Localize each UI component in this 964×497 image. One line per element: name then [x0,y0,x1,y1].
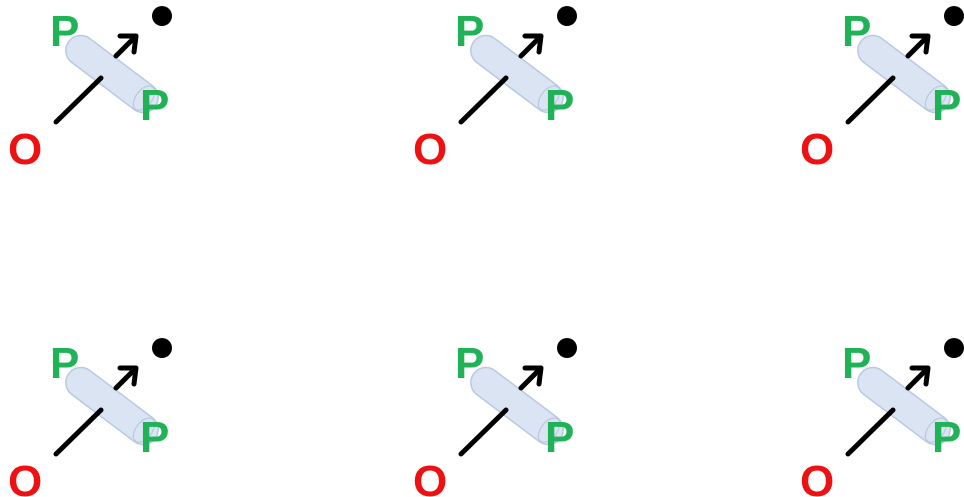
point-dot [152,338,172,358]
label-p-bottom: P [140,81,170,130]
label-p-bottom: P [545,413,575,462]
point-dot [944,6,964,26]
bond-cylinder [470,34,564,114]
point-dot [944,338,964,358]
panel-5: P P O [405,332,595,497]
panel-2-graphic [458,6,577,125]
bond-line [458,75,509,125]
label-p-bottom: P [140,413,170,462]
panel-3: P P O [792,0,964,180]
panel-1-graphic [53,6,172,125]
label-p-bottom: P [932,81,962,130]
label-p-bottom: P [545,81,575,130]
label-p-top: P [455,7,485,56]
panel-1: P P O [0,0,190,180]
bond-line [458,407,509,457]
direction-arrow [905,365,931,391]
bond-line [53,407,104,457]
direction-arrow [905,33,931,59]
panel-5-graphic [458,338,577,457]
direction-arrow [113,33,139,59]
bond-cylinder [857,34,951,114]
panel-4-graphic [53,338,172,457]
label-o: O [8,125,43,174]
direction-arrow [518,365,544,391]
panel-4: P P O [0,332,190,497]
label-p-top: P [50,339,80,388]
label-o: O [800,457,835,497]
bond-cylinder [470,366,564,446]
bond-cylinder [65,34,159,114]
bond-cylinder [857,366,951,446]
panel-3-graphic [845,6,964,125]
label-p-top: P [842,339,872,388]
bond-cylinder [65,366,159,446]
label-p-top: P [50,7,80,56]
label-p-bottom: P [932,413,962,462]
direction-arrow [518,33,544,59]
label-p-top: P [842,7,872,56]
label-o: O [8,457,43,497]
point-dot [557,338,577,358]
point-dot [557,6,577,26]
label-o: O [413,125,448,174]
label-o: O [800,125,835,174]
panel-2: P P O [405,0,595,180]
label-o: O [413,457,448,497]
bond-line [845,407,896,457]
label-p-top: P [455,339,485,388]
bond-line [53,75,104,125]
bond-line [845,75,896,125]
point-dot [152,6,172,26]
direction-arrow [113,365,139,391]
panel-6: P P O [792,332,964,497]
panel-6-graphic [845,338,964,457]
